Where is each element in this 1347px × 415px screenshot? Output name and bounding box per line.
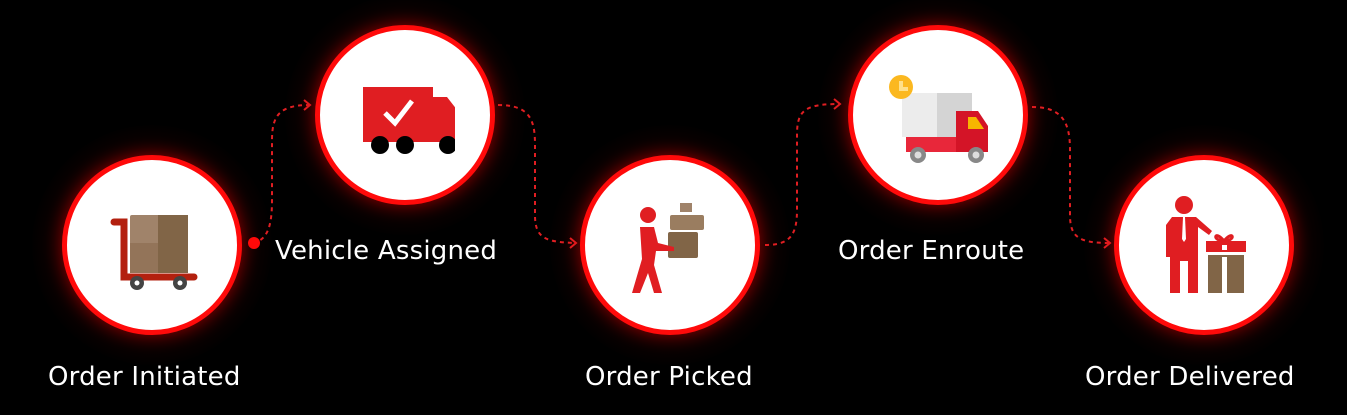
connector-1-2 (252, 104, 311, 244)
person-carrying-boxes-icon (632, 203, 704, 293)
step-label: Order Initiated (48, 362, 241, 392)
connector-2-3 (497, 104, 576, 244)
step-circle-order-delivered (1114, 155, 1294, 335)
connector-3-4 (764, 103, 841, 246)
truck-check-icon (363, 87, 455, 154)
step-circle-order-picked (580, 155, 760, 335)
step-label: Order Picked (585, 362, 753, 392)
cart-box-icon (110, 215, 198, 290)
truck-clock-icon (889, 75, 988, 163)
step-circle-order-enroute (848, 25, 1028, 205)
step-label: Order Delivered (1085, 362, 1295, 392)
step-circle-order-initiated (62, 155, 242, 335)
step-circle-vehicle-assigned (315, 25, 495, 205)
step-label: Order Enroute (838, 236, 1025, 266)
step-label: Vehicle Assigned (275, 236, 498, 266)
person-gift-icon (1166, 196, 1246, 293)
connector-4-5 (1031, 106, 1111, 244)
start-dot (248, 237, 260, 249)
